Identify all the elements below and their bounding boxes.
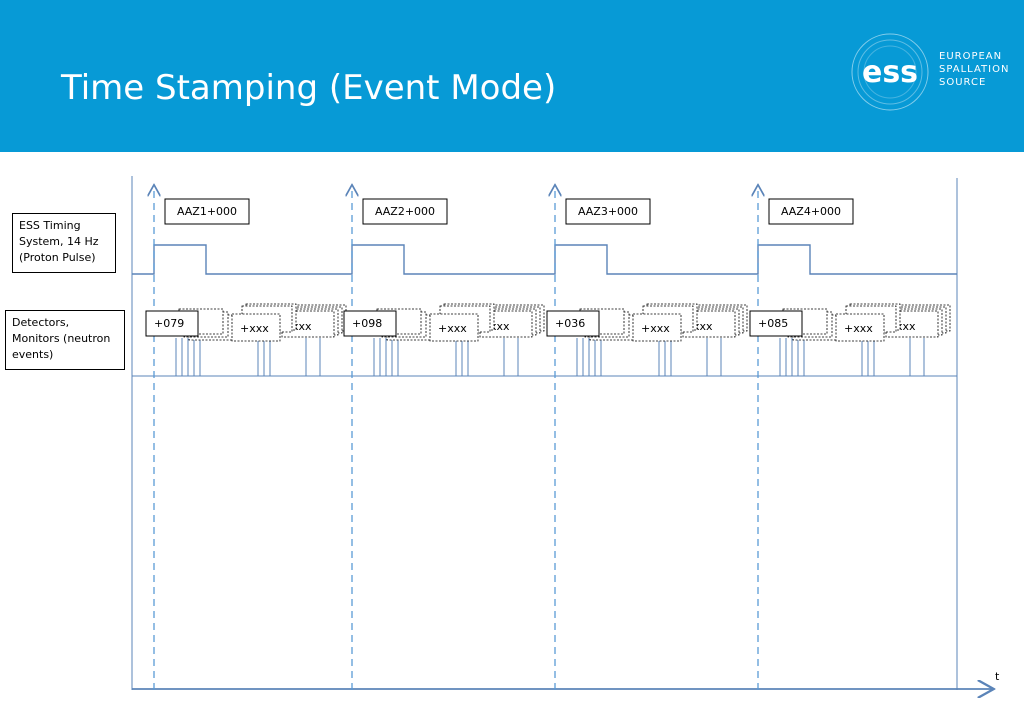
ess-logo-mark: ess <box>862 55 918 90</box>
event-box <box>429 313 479 342</box>
event-label: +xxx <box>240 322 269 335</box>
back-event-label: xxx <box>693 320 713 333</box>
time-axis-label: t <box>995 670 1000 683</box>
header-bar: Time Stamping (Event Mode) ess EUROPEAN … <box>0 0 1024 152</box>
first-event-label: +036 <box>555 317 585 330</box>
event-label: +xxx <box>438 322 467 335</box>
first-event-label: +085 <box>758 317 788 330</box>
first-event-box <box>546 310 600 337</box>
ess-logo: ess EUROPEAN SPALLATION SOURCE <box>848 30 1018 114</box>
timestamp-box <box>362 198 448 225</box>
event-label: +xxx <box>641 322 670 335</box>
timestamp-box <box>565 198 651 225</box>
first-event-box <box>749 310 803 337</box>
logo-line: EUROPEAN <box>939 51 1003 62</box>
timestamp-box <box>768 198 854 225</box>
ess-logo-text: EUROPEAN SPALLATION SOURCE <box>939 50 1009 89</box>
timestamp-label: AAZ4+000 <box>781 205 841 218</box>
timing-system-label: ESS Timing System, 14 Hz (Proton Pulse) <box>12 213 116 273</box>
event-box <box>632 313 682 342</box>
first-event-box <box>145 310 199 337</box>
first-event-label: +079 <box>154 317 184 330</box>
detectors-label: Detectors, Monitors (neutron events) <box>5 310 125 370</box>
event-box <box>231 313 281 342</box>
timestamp-label: AAZ2+000 <box>375 205 435 218</box>
back-event-label: xxx <box>490 320 510 333</box>
timestamp-label: AAZ1+000 <box>177 205 237 218</box>
first-event-label: +098 <box>352 317 382 330</box>
page-title: Time Stamping (Event Mode) <box>61 68 557 108</box>
event-box <box>835 313 885 342</box>
first-event-box <box>343 310 397 337</box>
logo-line: SOURCE <box>939 77 987 88</box>
event-label: +xxx <box>844 322 873 335</box>
back-event-label: xxx <box>896 320 916 333</box>
timestamp-box <box>164 198 250 225</box>
logo-line: SPALLATION <box>939 64 1010 75</box>
ess-logo-icon: ess <box>851 33 929 111</box>
back-event-label: xxx <box>292 320 312 333</box>
timestamp-label: AAZ3+000 <box>578 205 638 218</box>
proton-pulse-waveform <box>132 244 957 275</box>
